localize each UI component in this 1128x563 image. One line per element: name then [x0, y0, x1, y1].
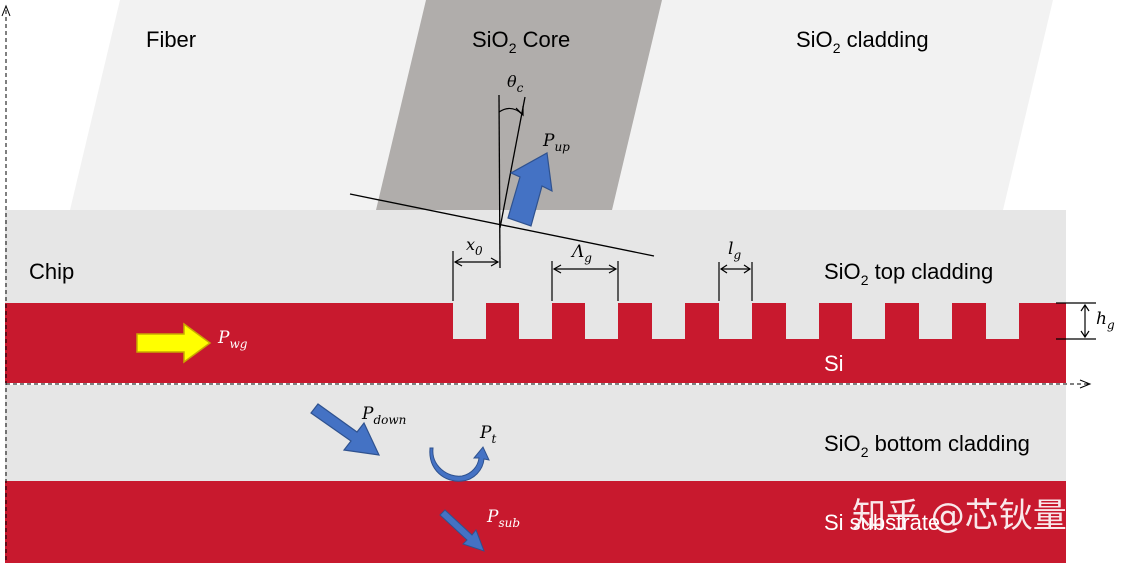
grating-groove [786, 303, 819, 339]
lg-head-left [719, 264, 728, 274]
chip-label: Chip [29, 259, 74, 284]
p-down-symbol: Pdown [361, 404, 406, 427]
grating-groove [986, 303, 1019, 339]
theta-c-symbol: θc [507, 72, 524, 95]
core-label: SiO2 Core [472, 27, 570, 56]
grating-groove [453, 303, 486, 339]
grating-groove [585, 303, 618, 339]
bottom-cladding-layer [5, 385, 1066, 481]
p-up-arrow [507, 152, 553, 227]
grating-groove [852, 303, 885, 339]
watermark-text: 知乎 @芯钬量子 [852, 496, 1101, 536]
grating-groove [919, 303, 952, 339]
p-t-symbol: Pt [479, 423, 496, 446]
top-cladding-layer [5, 210, 1066, 303]
lg-symbol: lg [728, 239, 741, 262]
bottom-cladding-label: SiO2 bottom cladding [824, 431, 1030, 460]
p-down-arrow [310, 403, 381, 456]
fiber-facet-line [349, 193, 655, 257]
hg-head-top [1080, 303, 1090, 312]
grating-groove [719, 303, 752, 339]
top-cladding-label: SiO2 top cladding [824, 259, 993, 288]
substrate-label: Si substrate [824, 510, 940, 535]
fiber-core [376, 0, 662, 210]
grating-grooves [453, 303, 1019, 339]
grating-groove [519, 303, 552, 339]
p-wg-arrow [136, 322, 212, 364]
cladding-label: SiO2 cladding [796, 27, 929, 56]
lambda-g-symbol: Λg [570, 242, 592, 265]
fiber-label: Fiber [146, 27, 196, 52]
silicon-tail [1019, 303, 1054, 339]
x0-symbol: x0 [466, 235, 483, 258]
hg-head-bottom [1080, 330, 1090, 339]
normal-line [498, 94, 501, 269]
p-t-arrow [429, 446, 490, 482]
x0-head-right [490, 257, 500, 267]
si-label: Si [824, 351, 844, 376]
p-wg-symbol: Pwg [217, 328, 248, 351]
grating-groove [652, 303, 685, 339]
horizontal-axis-arrowhead [1079, 379, 1092, 389]
angled-line [499, 96, 526, 229]
p-sub-symbol: Psub [486, 507, 520, 530]
p-up-symbol: Pup [542, 131, 570, 154]
x0-head-left [453, 257, 463, 267]
lambda-head-left [552, 264, 562, 274]
lg-head-right [743, 264, 752, 274]
p-sub-arrow [439, 509, 485, 552]
hg-symbol: hg [1096, 309, 1115, 332]
lambda-head-right [608, 264, 618, 274]
vertical-axis-arrowhead [1, 4, 11, 17]
substrate-layer [5, 481, 1066, 563]
theta-arc-head [515, 106, 524, 117]
